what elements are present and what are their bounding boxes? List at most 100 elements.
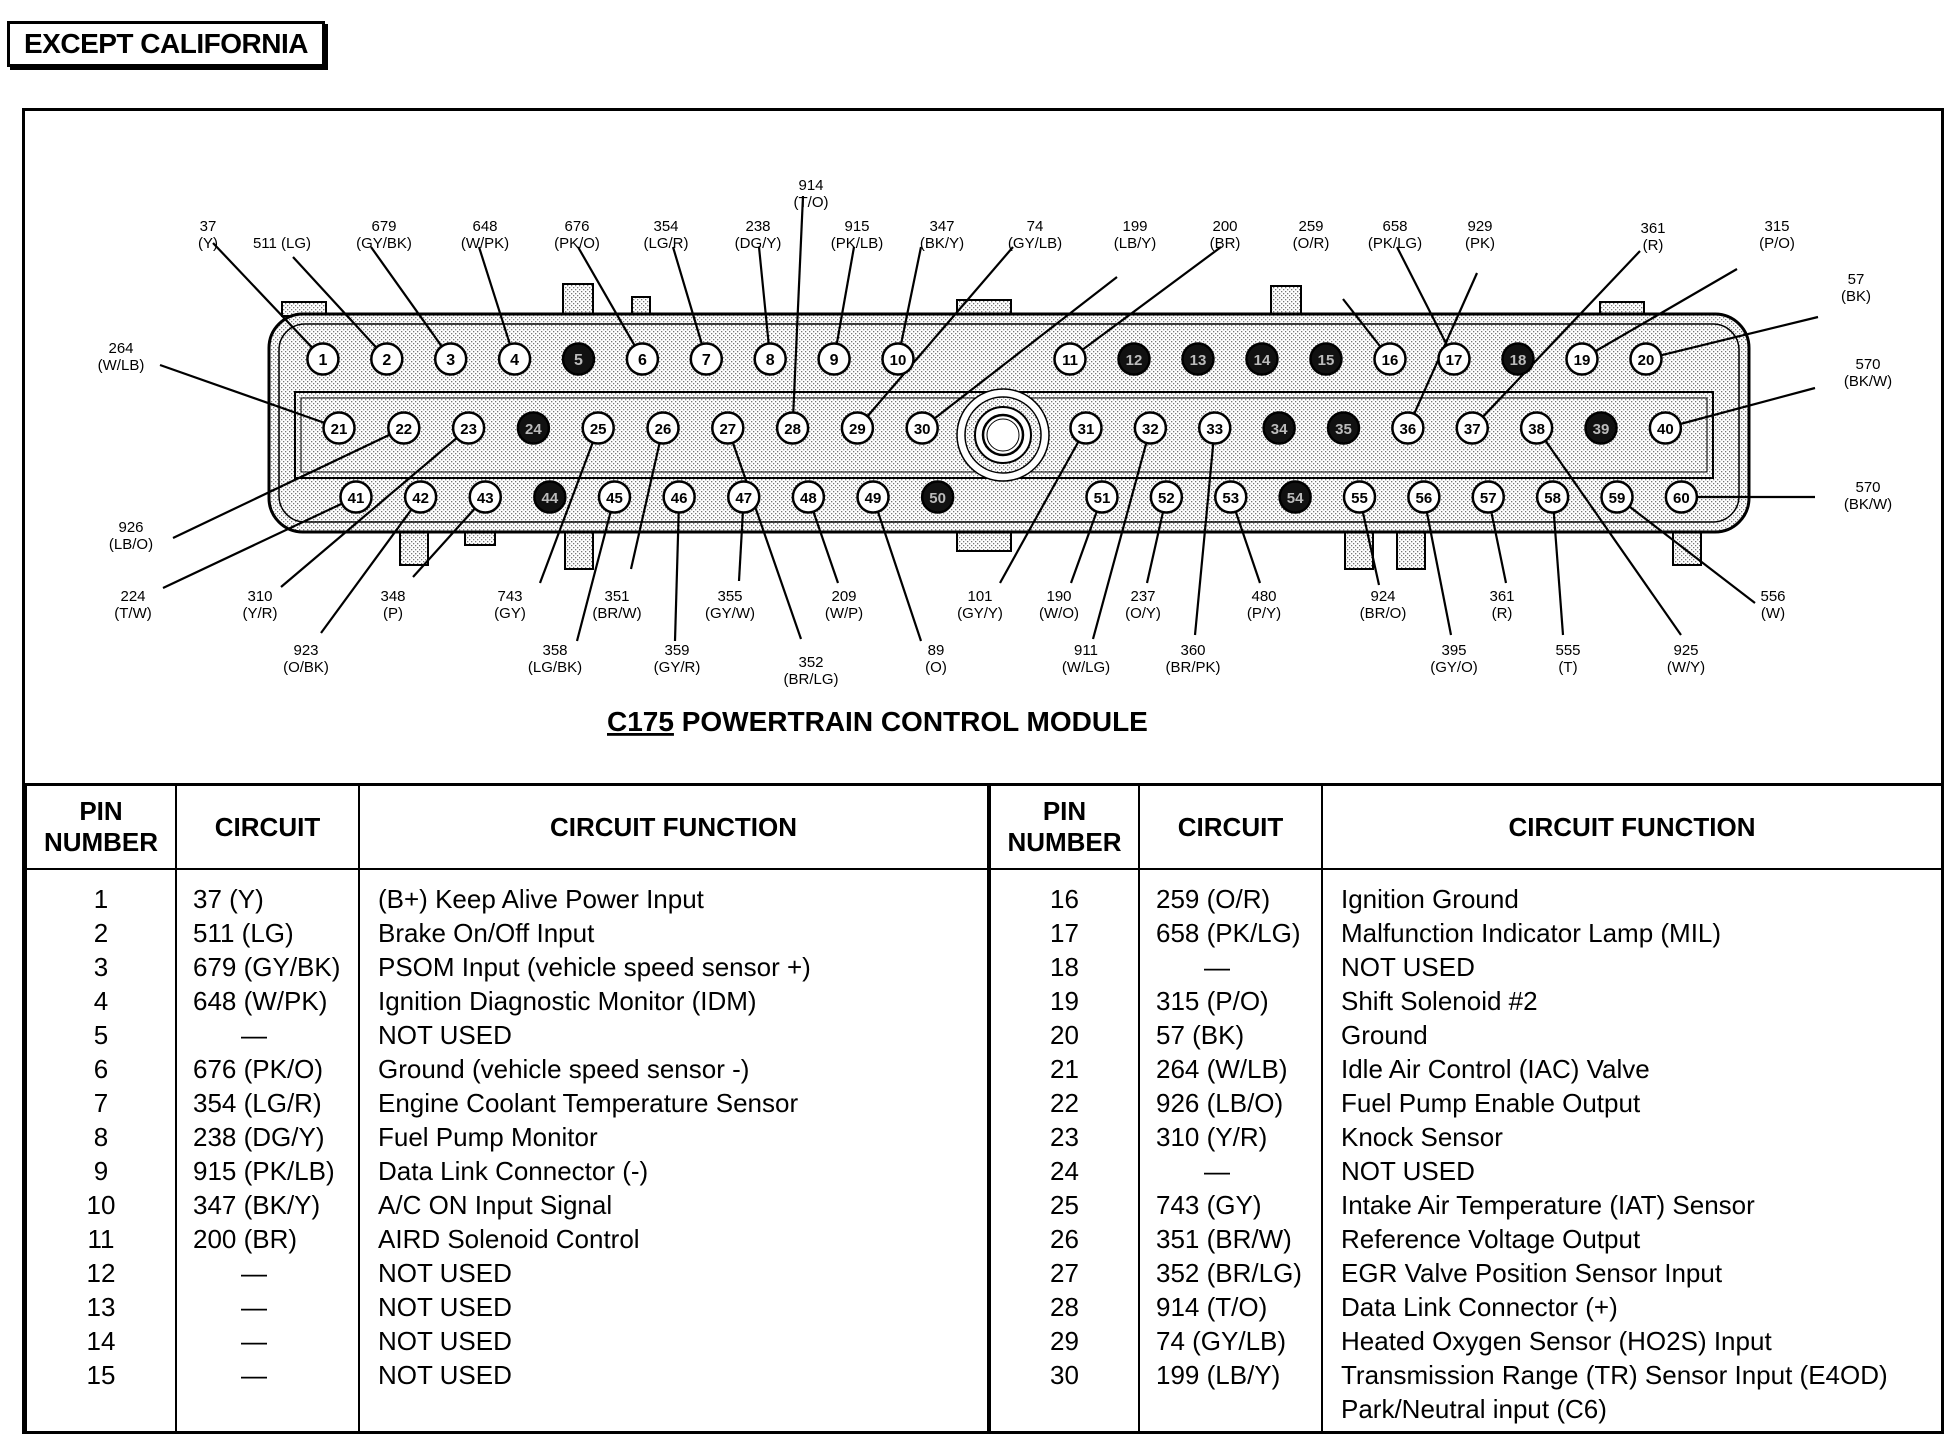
table-cell-pin: 24 (1050, 1156, 1079, 1186)
table-cell-pin: 3 (93, 952, 109, 982)
table-cell-function: Data Link Connector (-) (378, 1156, 649, 1186)
unused-pin-cavity (533, 480, 567, 514)
circuit-column-right: 259 (O/R)658 (PK/LG)—315 (P/O)57 (BK)264… (1138, 869, 1323, 1431)
leader-line (726, 427, 803, 640)
table-cell-function: Fuel Pump Monitor (378, 1122, 598, 1152)
wire-color: (GY/R) (654, 659, 701, 676)
wire-circuit: 199 (1122, 218, 1147, 235)
pin-10: 10 (881, 342, 915, 376)
pin-number: 39 (1593, 421, 1610, 438)
pin-number: 35 (1335, 421, 1352, 438)
table-cell-circuit: — (1204, 952, 1230, 982)
wire-label-pin-42: 923(O/BK) (283, 642, 329, 676)
wire-label-pin-6: 676(PK/O) (554, 218, 600, 252)
leader-line (172, 427, 405, 539)
pin-4: 4 (497, 342, 532, 376)
wire-color: (O) (925, 659, 947, 676)
pin-36: 36 (1391, 411, 1425, 445)
wire-label-pin-32: 911(W/LG) (1062, 642, 1110, 676)
wire-label-pin-59: 556(W) (1760, 588, 1785, 622)
unused-pin-cavity (516, 411, 551, 445)
pin-25: 25 (581, 411, 615, 445)
header-pin-number-left: PIN NUMBER (25, 783, 177, 870)
wire-labels: 37(Y)511 (LG)679(GY/BK)648(W/PK)676(PK/O… (98, 177, 1893, 688)
wire-circuit: 511 (LG) (253, 235, 311, 252)
table-cell-function: NOT USED (378, 1326, 512, 1356)
pin-cavity (646, 411, 680, 445)
pin-cavity (370, 342, 404, 376)
table-cell-circuit: 679 (GY/BK) (193, 952, 341, 982)
table-cell-circuit: 200 (BR) (193, 1224, 298, 1254)
wire-label-pin-48: 209(W/P) (825, 588, 863, 622)
wire-label-pin-43: 348(P) (380, 588, 405, 622)
pin-cavity (1085, 480, 1119, 514)
wire-label-pin-49: 89(O) (925, 642, 947, 676)
table-cell-circuit: 511 (LG) (193, 918, 294, 948)
pin-18: 18 (1501, 342, 1535, 376)
pin-number: 53 (1222, 490, 1239, 507)
table-cell-function: Shift Solenoid #2 (1341, 986, 1538, 1016)
pin-number: 46 (671, 490, 688, 507)
leader-line (1551, 496, 1565, 636)
table-cell-pin: 1 (93, 884, 109, 914)
pin-11: 11 (1053, 342, 1087, 376)
pin-number: 58 (1544, 490, 1561, 507)
table-cell-pin: 7 (93, 1088, 109, 1118)
connector-name: POWERTRAIN CONTROL MODULE (674, 706, 1148, 737)
pin-cavity (881, 342, 915, 376)
wire-circuit: 358 (542, 642, 567, 659)
leader-line (320, 496, 422, 634)
pin-cavity (727, 480, 761, 514)
wire-circuit: 658 (1382, 218, 1407, 235)
pin-number: 41 (348, 490, 365, 507)
unused-pin-cavity (1181, 342, 1215, 376)
pin-32: 32 (1133, 411, 1168, 445)
table-cell-circuit: 926 (LB/O) (1156, 1088, 1284, 1118)
pin-number: 2 (382, 352, 391, 369)
pin-29: 29 (840, 411, 875, 445)
wire-circuit: 361 (1640, 220, 1665, 237)
pin-cavity (817, 342, 851, 376)
pin-cavity (451, 411, 486, 445)
wire-label-pin-45: 358(LG/BK) (528, 642, 582, 676)
table-cell-pin: 4 (93, 986, 109, 1016)
table-cell-circuit: 315 (P/O) (1156, 986, 1269, 1016)
pin-12: 12 (1117, 342, 1151, 376)
wire-color: (O/R) (1293, 235, 1330, 252)
pin-20: 20 (1629, 342, 1663, 376)
pin-33: 33 (1198, 411, 1232, 445)
unused-pin-cavity (1245, 342, 1279, 376)
wire-label-pin-31: 101(GY/Y) (957, 588, 1003, 622)
table-cell-circuit: — (241, 1292, 267, 1322)
pin-47: 47 (727, 480, 761, 514)
pin-57: 57 (1471, 480, 1505, 514)
table-cell-pin: 30 (1050, 1360, 1079, 1390)
wire-color: (BR/LG) (783, 671, 838, 688)
table-cell-pin: 11 (87, 1224, 115, 1254)
pin-14: 14 (1245, 342, 1279, 376)
wire-label-pin-11: 200(BR) (1210, 218, 1241, 252)
pin-cavity (1664, 480, 1699, 514)
table-cell-circuit: 914 (T/O) (1156, 1292, 1268, 1322)
table-cell-circuit (1156, 1392, 1321, 1426)
wire-color: (T/O) (794, 194, 829, 211)
wire-label-pin-10: 347(BK/Y) (920, 218, 964, 252)
leader-line (1396, 246, 1455, 360)
pin-13: 13 (1181, 342, 1215, 376)
pin-cavity (662, 480, 696, 514)
pin-number: 26 (655, 421, 672, 438)
pin-number: 36 (1400, 421, 1417, 438)
wire-color: (W) (1761, 605, 1785, 622)
pin-number: 59 (1609, 490, 1626, 507)
wire-circuit: 925 (1673, 642, 1698, 659)
pin-cavity (581, 411, 615, 445)
table-cell-circuit: 264 (W/LB) (1156, 1054, 1288, 1084)
table-cell-pin: 16 (1050, 884, 1079, 914)
wire-circuit: 555 (1555, 642, 1580, 659)
table-cell-pin: 14 (86, 1326, 116, 1356)
leader-line (1471, 250, 1641, 429)
pin-number: 12 (1126, 352, 1143, 369)
table-cell-function: Knock Sensor (1341, 1122, 1503, 1152)
